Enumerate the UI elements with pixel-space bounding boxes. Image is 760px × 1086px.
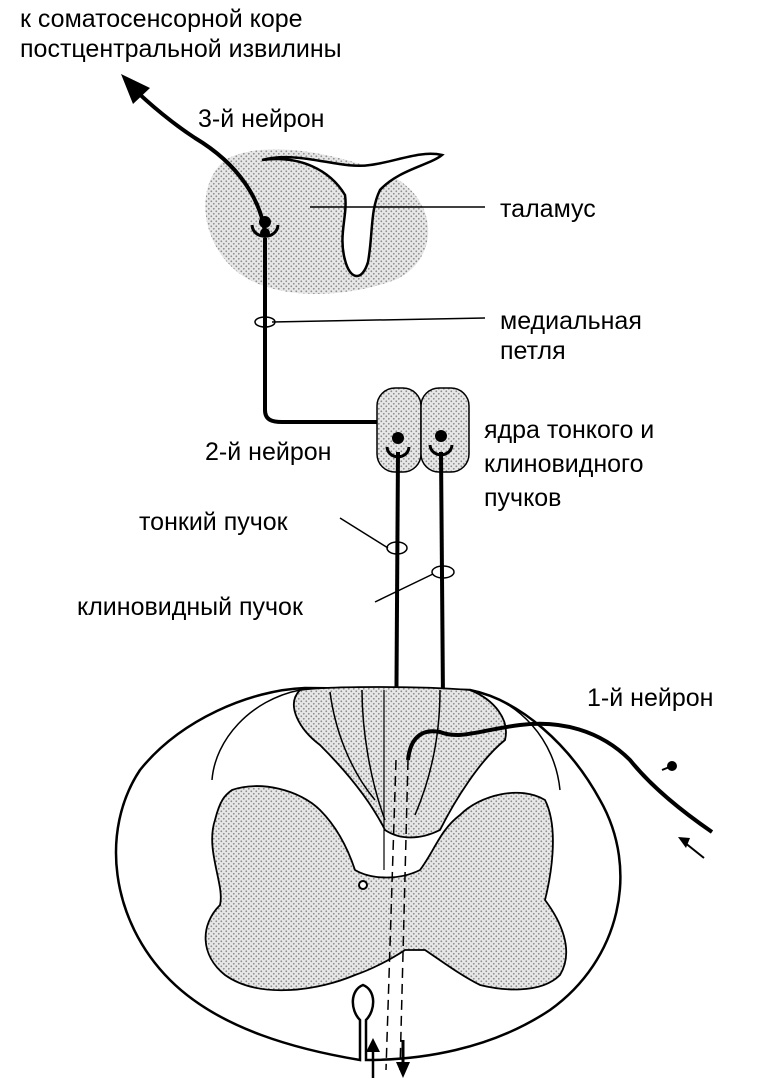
bottom-arrow-down-head [396, 1062, 410, 1078]
lemniscus-label: медиальная петля [500, 306, 642, 366]
cuneate-fasciculus-axon [441, 452, 443, 700]
thalamus-neuron-body [260, 228, 270, 238]
nuclei-label-line-2: клиновидного [484, 449, 654, 479]
gracile-label: тонкий пучок [139, 507, 288, 537]
cuneate-nucleus [421, 388, 469, 472]
central-canal [359, 881, 367, 889]
cortex-label: к соматосенсорной коре постцентральной и… [20, 4, 342, 64]
cuneate-synapse-terminal [435, 430, 447, 442]
cortex-label-line-2: постцентральной извилины [20, 34, 342, 64]
lemniscus-label-line-1: медиальная [500, 306, 642, 336]
thalamus-synapse-terminal [259, 216, 271, 228]
neuron3-label: 3-й нейрон [198, 104, 324, 134]
gracile-synapse-terminal [392, 432, 404, 444]
lemniscus-label-line-2: петля [500, 336, 642, 366]
neuron2-label: 2-й нейрон [205, 437, 331, 467]
neuron1-label: 1-й нейрон [587, 683, 713, 713]
cuneate-leader-line [375, 574, 433, 602]
nuclei-label-line-3: пучков [484, 483, 654, 513]
nuclei-label: ядра тонкого и клиновидного пучков [484, 415, 654, 513]
cuneate-label: клиновидный пучок [77, 592, 303, 622]
thalamus-label: таламус [500, 194, 596, 224]
nuclei-label-line-1: ядра тонкого и [484, 415, 654, 445]
gracile-leader-line [340, 518, 388, 548]
lemniscus-leader-line [272, 318, 485, 322]
cortex-label-line-1: к соматосенсорной коре [20, 4, 342, 34]
